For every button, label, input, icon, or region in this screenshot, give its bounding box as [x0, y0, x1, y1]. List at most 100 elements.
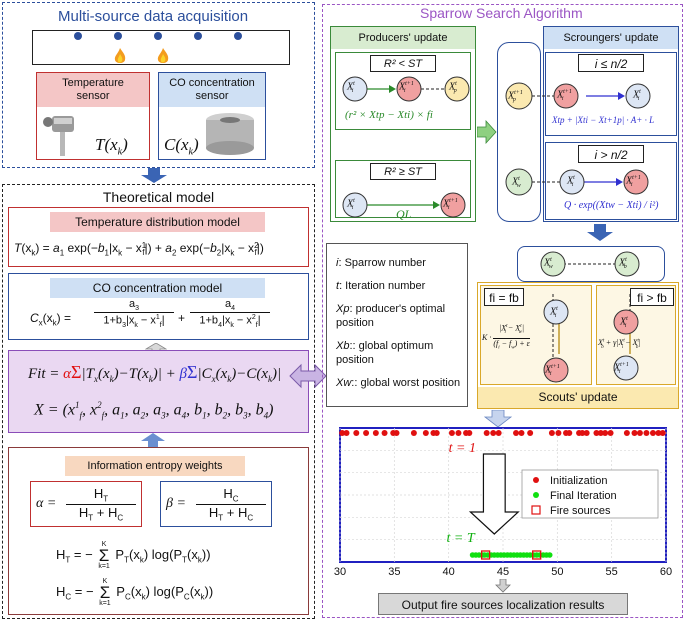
x-tick-label: 50: [551, 566, 563, 578]
init-point: [381, 430, 388, 436]
init-point: [548, 430, 555, 436]
node-xp-next: Xt+1p: [508, 90, 523, 104]
scroungers-sub-2: [545, 142, 677, 220]
temperature-sensor-image: [40, 108, 90, 163]
entropy-title: Information entropy weights: [65, 456, 245, 476]
fire-icon: [113, 47, 127, 70]
scouts-cond-2: fi > fb: [630, 288, 674, 306]
node-xi: Xti: [347, 81, 355, 95]
right-arrow: [476, 119, 497, 149]
producers-sub-1: [335, 52, 471, 130]
temperature-function-label: T(xk): [95, 135, 128, 158]
init-point: [455, 430, 462, 436]
co-sensor-image: [200, 110, 260, 163]
init-point: [466, 430, 473, 436]
node-xb: Xtb: [619, 257, 627, 271]
producers-sub-2: [335, 160, 471, 218]
scroungers-formula-2: Q · exp((Xtw − Xti) / i²): [564, 200, 659, 211]
temperature-sensor-label-bg: [37, 73, 149, 107]
fire-source-marker: [532, 550, 542, 560]
init-point: [343, 430, 350, 436]
x-tick-label: 55: [606, 566, 618, 578]
init-point: [527, 430, 534, 436]
node-xw: Xtw: [512, 176, 521, 190]
init-point: [363, 430, 370, 436]
init-point: [372, 430, 379, 436]
scouts-top-nodes: [517, 246, 665, 282]
init-point: [495, 430, 502, 436]
producers-formula-1: (r² × Xtp − Xti) × fi: [345, 109, 433, 121]
init-point: [393, 430, 400, 436]
scroungers-cond-1: i ≤ n/2: [578, 54, 644, 72]
init-point: [607, 430, 614, 436]
scroungers-panel: [543, 26, 679, 222]
init-point: [353, 430, 360, 436]
legend-item: Xb:: global optimum position: [336, 340, 434, 366]
producers-title: Producers' update: [331, 27, 475, 49]
init-point: [649, 430, 656, 436]
init-point: [339, 430, 346, 436]
node-xi-next: Xt+1i: [443, 198, 458, 212]
node-xi: Xti: [347, 198, 355, 212]
producers-nodes-2: [335, 191, 471, 226]
producers-nodes-1: [335, 72, 471, 111]
x-tick-label: 40: [443, 566, 455, 578]
theoretical-model-panel: [2, 184, 315, 619]
producers-formula-2: QL: [396, 207, 412, 221]
init-point: [579, 430, 586, 436]
output-results-box: Output fire sources localization results: [378, 593, 628, 615]
node-xi-next: Xt+1i: [557, 89, 572, 103]
co-plus: +: [178, 311, 186, 325]
node-xi: Xti: [550, 306, 558, 320]
node-xi: Xti: [620, 316, 628, 330]
co-model-box: [8, 273, 309, 340]
producers-panel: [330, 26, 476, 222]
annotation-tT: t = T: [446, 531, 475, 546]
down-arrow: [483, 409, 513, 433]
legend-label: Fire sources: [550, 505, 611, 517]
scroungers-sub-1: [545, 52, 677, 136]
scouts-formula-1: K · |Xti − Xtw| (fi − fw) + ε: [482, 322, 530, 354]
iteration-arrow: [468, 453, 520, 535]
down-arrow: [140, 168, 168, 189]
init-point: [623, 430, 630, 436]
node-xi-next: Xt+1i: [626, 175, 641, 189]
co-function-label: C(xk): [164, 135, 199, 158]
up-arrow: [140, 433, 166, 452]
scroungers-link-container: [497, 42, 541, 222]
x-tick-label: 30: [334, 566, 346, 578]
init-point: [490, 430, 497, 436]
tunnel-rect: [32, 30, 290, 65]
co-fraction-2: a4 1+b4|xk − x2f|: [190, 298, 270, 329]
init-point: [631, 430, 638, 436]
beta-box: [160, 481, 272, 527]
down-arrow: [586, 224, 614, 247]
init-point: [659, 430, 666, 436]
beta-fraction: HC HT + HC: [196, 486, 266, 522]
final-point: [546, 552, 553, 558]
scroungers-formula-1: Xtp + |Xti − Xt+1p| · A+ · L: [552, 115, 655, 125]
down-arrow: [495, 578, 511, 598]
acquisition-panel: [2, 2, 315, 168]
init-point: [583, 430, 590, 436]
annotation-t1: t = 1: [449, 441, 476, 456]
fitness-equation: Fit = αΣ|Tx(xk)−T(xk)| + βΣ|Cx(xk)−C(xk)…: [28, 362, 282, 384]
co-sensor-label: CO concentration sensor: [169, 77, 255, 102]
producers-cond-1: R² < ST: [370, 55, 436, 72]
init-point: [597, 430, 604, 436]
legend-marker: [531, 505, 541, 515]
temperature-model-box: [8, 207, 309, 267]
temperature-sensor-card: [36, 72, 150, 160]
ssa-title: Sparrow Search Algorithm: [420, 5, 583, 21]
entropy-box: [8, 447, 309, 615]
fitness-box: [8, 350, 309, 433]
alpha-fraction: HT HT + HC: [66, 486, 136, 522]
legend-marker: [533, 477, 539, 483]
node-xi-next: Xt+1i: [545, 364, 560, 378]
co-fraction-1: a3 1+b3|xk − x1f|: [94, 298, 174, 329]
init-point: [433, 430, 440, 436]
x-tick-label: 35: [388, 566, 400, 578]
scouts-connectors: [480, 282, 680, 392]
ht-equation: HT = − K Σ k=1 PT(xk) log(PT(xk)): [56, 541, 211, 570]
